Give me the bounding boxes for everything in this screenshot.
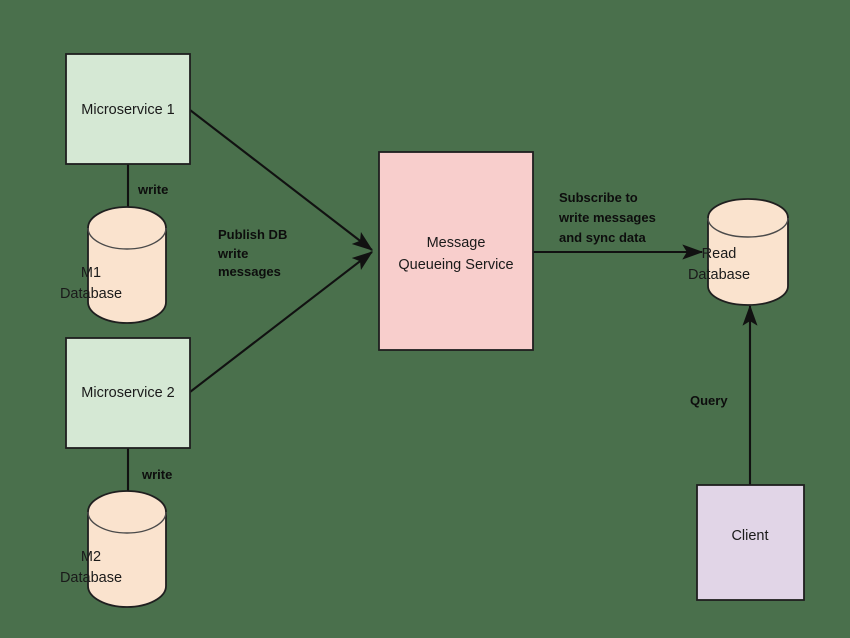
message-queueing-service-box[interactable] bbox=[378, 151, 534, 351]
edge-label-subscribe-sync: Subscribe to write messages and sync dat… bbox=[558, 190, 656, 245]
node-microservice-1[interactable]: Microservice 1 bbox=[65, 53, 191, 165]
edge-label-query: Query bbox=[690, 393, 728, 408]
node-m1-database[interactable]: M1 Database bbox=[60, 206, 167, 324]
client-label: Client bbox=[731, 528, 768, 544]
queue-label-line2: Queueing Service bbox=[398, 257, 513, 273]
edge-label-write-1: write bbox=[137, 182, 168, 197]
read-database-label-line1: Read bbox=[702, 246, 737, 262]
subscribe-label-line2: write messages bbox=[558, 210, 656, 225]
m2-database-label-line1: M2 bbox=[81, 549, 101, 565]
queue-label-line1: Message bbox=[427, 235, 486, 251]
microservice-1-box[interactable] bbox=[65, 53, 191, 165]
m2-database-cylinder-body[interactable] bbox=[87, 490, 167, 608]
edge-label-publish-db-write-messages: Publish DB write messages bbox=[217, 227, 287, 279]
read-database-cylinder-top bbox=[707, 217, 789, 238]
publish-label-line2: write bbox=[217, 246, 248, 261]
microservice-1-label: Microservice 1 bbox=[81, 102, 174, 118]
edge-microservice1-to-queue bbox=[189, 109, 373, 251]
edge-label-write-2: write bbox=[141, 467, 172, 482]
m1-database-label-line2: Database bbox=[60, 286, 122, 302]
publish-label-line3: messages bbox=[218, 264, 281, 279]
node-m2-database[interactable]: M2 Database bbox=[60, 490, 167, 608]
microservice-2-label: Microservice 2 bbox=[81, 385, 174, 401]
publish-label-line1: Publish DB bbox=[218, 227, 287, 242]
subscribe-label-line3: and sync data bbox=[559, 230, 646, 245]
m1-database-cylinder-top bbox=[87, 227, 167, 250]
read-database-label-line2: Database bbox=[688, 267, 750, 283]
microservice-2-box[interactable] bbox=[65, 337, 191, 449]
node-read-database[interactable]: Read Database bbox=[688, 198, 789, 306]
subscribe-label-line1: Subscribe to bbox=[559, 190, 638, 205]
edge-microservice2-to-queue bbox=[189, 251, 373, 393]
client-box[interactable] bbox=[696, 484, 805, 601]
m1-database-cylinder-body[interactable] bbox=[87, 206, 167, 324]
m1-database-label-line1: M1 bbox=[81, 265, 101, 281]
read-database-cylinder-body[interactable] bbox=[707, 198, 789, 306]
m2-database-cylinder-top bbox=[87, 511, 167, 534]
m2-database-label-line2: Database bbox=[60, 570, 122, 586]
node-message-queueing-service[interactable]: Message Queueing Service bbox=[378, 151, 534, 351]
node-client[interactable]: Client bbox=[696, 484, 805, 601]
node-microservice-2[interactable]: Microservice 2 bbox=[65, 337, 191, 449]
